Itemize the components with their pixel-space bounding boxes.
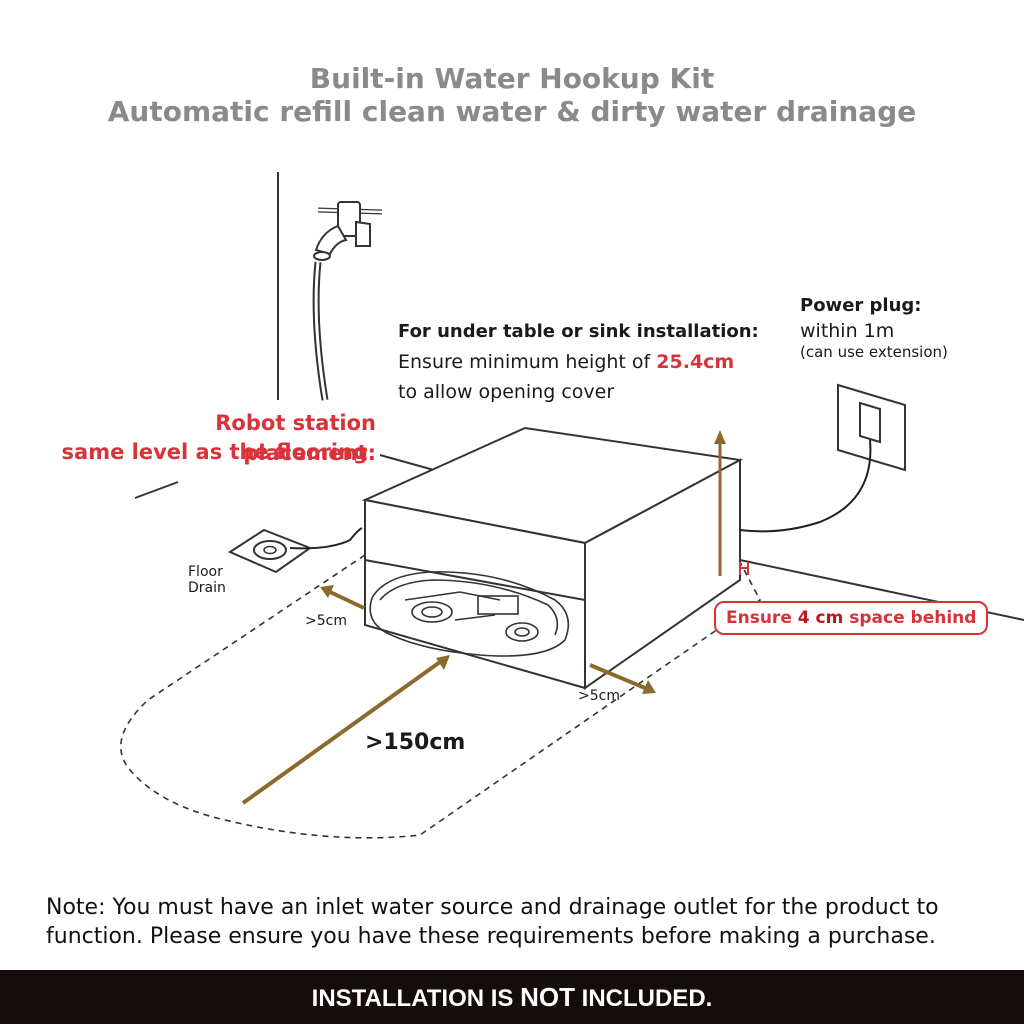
behind-space-marker [739,562,749,575]
drain-hose [289,527,363,550]
title-line-2: Automatic refill clean water & dirty wat… [107,95,917,128]
behind-space-badge: Ensure 4 cm space behind [714,601,989,635]
behind-badge-suffix: space behind [843,608,977,628]
floor-drain-icon [227,528,313,574]
power-outlet-icon [837,383,906,472]
power-plug-extension: (can use extension) [800,343,948,361]
power-plug-distance: within 1m [800,320,895,342]
floor-clearance-area [120,554,762,839]
left-clearance-arrow [320,585,365,610]
front-clearance-arrow [241,655,450,805]
placement-line-2: same level as the flooring [61,440,368,464]
footer-prefix: INSTALLATION IS [311,985,521,1012]
title-line-1: Built-in Water Hookup Kit [309,62,715,95]
install-note-height-line: Ensure minimum height of 25.4cm [398,348,734,376]
install-note-height-suffix: to allow opening cover [398,381,615,403]
behind-badge-value: 4 cm [797,608,844,628]
footer-suffix: INCLUDED. [574,985,713,1012]
note-line-2: function. Please ensure you have these r… [46,924,936,949]
install-note-heading: For under table or sink installation: [398,321,759,342]
placement-line-1: Robot station placement: [215,411,376,465]
footer-banner: INSTALLATION IS NOT INCLUDED. [0,970,1024,1024]
power-plug-heading: Power plug: [800,295,922,316]
install-note-height-value: 25.4cm [656,351,735,373]
power-cable [739,439,872,533]
note-line-1: Note: You must have an inlet water sourc… [46,895,939,920]
behind-badge-prefix: Ensure [726,608,798,628]
install-note-height-prefix: Ensure minimum height of [398,351,657,373]
front-clearance-label: >150cm [365,730,466,755]
floor-drain-label-2: Drain [188,580,226,596]
robot-base-illustration [369,571,570,657]
robot-station [361,426,744,690]
right-clearance-label: >5cm [578,688,620,704]
faucet-icon [313,201,383,261]
floor-edge-line [134,481,179,499]
left-clearance-label: >5cm [305,613,347,629]
floor-drain-label-1: Floor [188,564,223,580]
right-clearance-arrow [589,663,656,694]
footer-emphasis: NOT [520,982,575,1012]
